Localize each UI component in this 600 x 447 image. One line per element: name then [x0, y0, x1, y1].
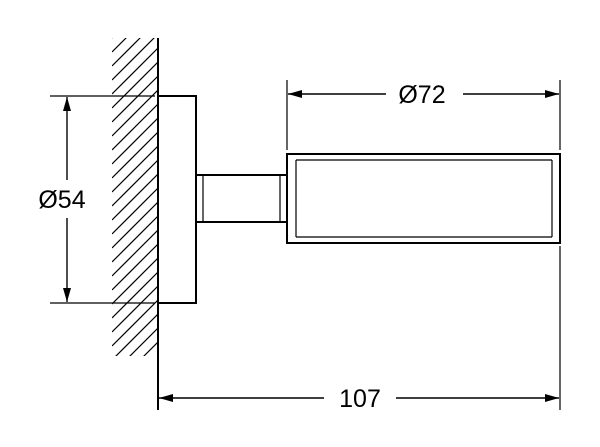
- connecting-stem: [195, 174, 288, 223]
- hatch-line: [112, 38, 155, 81]
- hatch-line: [112, 0, 158, 24]
- cylinder-holder: [286, 153, 561, 244]
- hatch-line: [112, 229, 158, 277]
- hatch-line: [112, 173, 158, 221]
- hatch-line: [112, 285, 158, 333]
- dimension-left-label: Ø54: [38, 186, 85, 214]
- hatch-line: [112, 398, 158, 444]
- hatch-line: [112, 47, 158, 95]
- hatch-line: [112, 38, 113, 39]
- mounting-base: [157, 95, 197, 304]
- dimension-top-label: Ø72: [398, 81, 445, 109]
- dimension-top: Ø72: [286, 80, 561, 150]
- hatch-line: [112, 38, 127, 53]
- dimension-bottom-label: 107: [339, 385, 381, 413]
- hatch-line: [112, 257, 158, 305]
- dimension-left: Ø54: [38, 95, 155, 304]
- hatch-line: [112, 370, 158, 416]
- hatch-line: [112, 384, 158, 430]
- hatch-line: [112, 145, 158, 193]
- hatch-line: [112, 159, 158, 207]
- hatch-line: [112, 243, 158, 291]
- hatch-line: [143, 341, 158, 356]
- hatch-line: [112, 103, 158, 151]
- hatch-line: [112, 215, 158, 263]
- hatch-line: [129, 327, 158, 356]
- dimension-bottom: 107: [159, 246, 561, 413]
- hatch-line: [115, 313, 158, 356]
- hatch-line: [112, 61, 158, 109]
- hatch-line: [112, 75, 158, 123]
- hatch-line: [112, 131, 158, 179]
- hatch-line: [112, 89, 158, 137]
- hatch-line: [112, 201, 158, 249]
- hatch-line: [112, 412, 158, 447]
- hatch-line: [157, 355, 158, 356]
- hatch-line: [112, 271, 158, 319]
- hatch-line: [112, 38, 141, 67]
- hatch-line: [112, 187, 158, 235]
- wall-hatching: [112, 0, 158, 447]
- hatch-line: [112, 117, 158, 165]
- hatch-line: [112, 299, 158, 347]
